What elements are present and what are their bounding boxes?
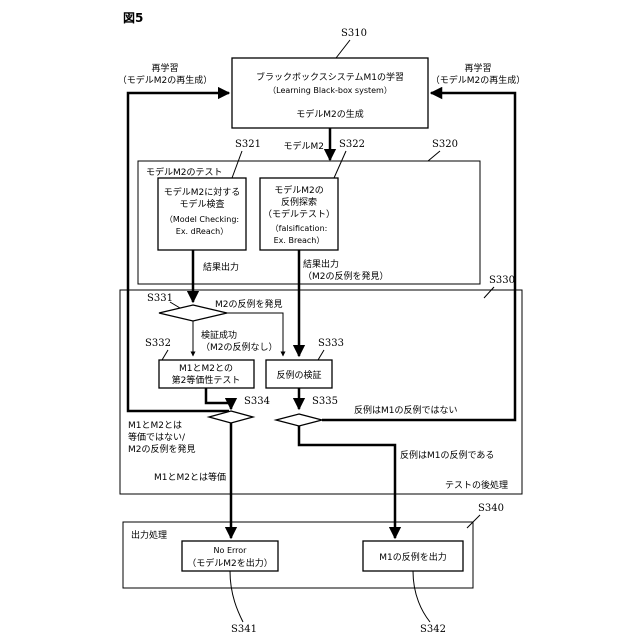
not-equivalent-line3: M2の反例を発見 xyxy=(128,443,196,455)
counterexample-search-line2: 反例探索 xyxy=(281,196,317,208)
retrain-left-line2: （モデルM2の再生成） xyxy=(118,74,213,86)
equivalent-label: M1とM2とは等価 xyxy=(154,471,226,483)
verify-counterexample-label: 反例の検証 xyxy=(276,369,321,381)
step-label-s340: S340 xyxy=(478,503,504,514)
retrain-left-line1: 再学習 xyxy=(151,62,178,74)
leader-s342 xyxy=(413,571,430,622)
model-check-line3: （Model Checking: xyxy=(165,215,239,224)
found-m2-counterexample: M2の反例を発見 xyxy=(215,298,283,310)
step-label-s334: S334 xyxy=(244,396,270,407)
step-label-s332: S332 xyxy=(145,338,171,349)
arrow-to-s334 xyxy=(206,388,231,409)
retrain-right-line1: 再学習 xyxy=(464,62,491,74)
step-label-s310: S310 xyxy=(341,28,367,39)
post-test-label: テストの後処理 xyxy=(445,479,508,491)
leader-s321 xyxy=(232,151,242,178)
post-test-group-box xyxy=(120,290,522,494)
counterexample-search-line5: Ex. Breach） xyxy=(274,236,325,245)
model-check-line4: Ex. dReach） xyxy=(176,227,228,236)
leader-s331 xyxy=(170,302,180,308)
counterexample-search-line4: （falsification: xyxy=(271,224,328,233)
not-equivalent-line2: 等価ではない/ xyxy=(128,431,186,443)
step-label-s335: S335 xyxy=(312,396,338,407)
step-label-s342: S342 xyxy=(420,624,446,635)
output-m1-counterexample-label: M1の反例を出力 xyxy=(379,551,447,563)
blackbox-line1: ブラックボックスシステムM1の学習 xyxy=(256,71,404,83)
output-processing-label: 出力処理 xyxy=(131,529,167,541)
step-label-s341: S341 xyxy=(231,624,257,635)
blackbox-line2: （Learning Black-box system） xyxy=(268,86,392,95)
result-output-right-line2: （M2の反例を発見） xyxy=(303,270,389,282)
step-label-s333: S333 xyxy=(318,338,344,349)
leader-s320 xyxy=(428,151,440,161)
leader-s322 xyxy=(334,151,346,178)
leader-s333 xyxy=(318,350,324,360)
equivalence-test-line1: M1とM2との xyxy=(179,363,233,374)
decision-s335 xyxy=(276,414,322,426)
model-m2-label: モデルM2 xyxy=(284,140,325,152)
arrow-is-m1-counterexample xyxy=(299,426,395,538)
not-m1-counterexample: 反例はM1の反例ではない xyxy=(354,404,458,416)
step-label-s331: S331 xyxy=(147,293,173,304)
figure-label: 図5 xyxy=(123,11,143,25)
blackbox-line3: モデルM2の生成 xyxy=(296,108,364,120)
step-label-s320: S320 xyxy=(432,139,458,150)
model-check-line1: モデルM2に対する xyxy=(164,186,241,198)
result-output-right-line1: 結果出力 xyxy=(303,258,339,270)
counterexample-search-line3: （モデルテスト） xyxy=(263,208,335,220)
test-group-title: モデルM2のテスト xyxy=(146,166,223,178)
equivalence-test-line2: 第2等価性テスト xyxy=(172,374,241,386)
leader-s341 xyxy=(230,571,243,622)
leader-s310 xyxy=(336,40,350,58)
result-output-left: 結果出力 xyxy=(203,261,239,273)
retrain-right-line2: （モデルM2の再生成） xyxy=(431,74,526,86)
decision-s334 xyxy=(209,411,253,423)
not-equivalent-line1: M1とM2とは xyxy=(128,420,182,431)
step-label-s322: S322 xyxy=(339,139,365,150)
verify-success-line2: （M2の反例なし） xyxy=(201,341,278,353)
no-error-line2: （モデルM2を出力） xyxy=(187,557,273,569)
step-label-s321: S321 xyxy=(235,139,261,150)
counterexample-search-line1: モデルM2の xyxy=(274,184,324,196)
leader-s330 xyxy=(484,287,494,298)
is-m1-counterexample: 反例はM1の反例である xyxy=(400,449,494,461)
step-label-s330: S330 xyxy=(489,275,515,286)
verify-success-line1: 検証成功 xyxy=(201,329,237,341)
no-error-line1: No Error xyxy=(214,546,248,555)
model-check-line2: モデル検査 xyxy=(179,198,224,210)
leader-s332 xyxy=(162,350,168,360)
